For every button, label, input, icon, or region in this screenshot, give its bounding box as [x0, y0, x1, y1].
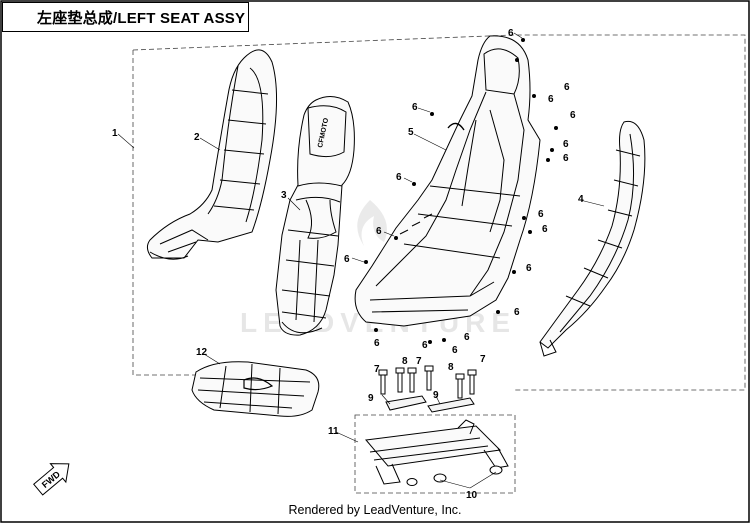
callout-6: 6: [542, 224, 548, 235]
bolt-head: [378, 369, 388, 376]
callout-6: 6: [344, 254, 350, 265]
callout-6: 6: [570, 110, 576, 121]
callout-8: 8: [448, 362, 454, 373]
callout-6: 6: [563, 153, 569, 164]
callout-4: 4: [578, 194, 584, 205]
bolt: [469, 373, 475, 395]
seat-shell-part: [354, 35, 541, 327]
callout-8: 8: [402, 356, 408, 367]
bolt: [397, 371, 403, 393]
callout-11: 11: [328, 426, 339, 437]
mounting-brackets: [385, 395, 475, 413]
callout-6: 6: [538, 209, 544, 220]
leader-lines: [117, 32, 605, 489]
callout-5: 5: [408, 127, 414, 138]
callout-6: 6: [374, 338, 380, 349]
callout-6: 6: [376, 226, 382, 237]
callout-2: 2: [194, 132, 200, 143]
callout-3: 3: [281, 190, 287, 201]
callout-7: 7: [480, 354, 486, 365]
assembly-boundary: [132, 34, 746, 391]
fwd-arrow: FWD: [33, 463, 70, 496]
slider-nut: [489, 465, 503, 475]
callout-6: 6: [514, 307, 520, 318]
callout-9: 9: [433, 390, 439, 401]
callout-9: 9: [368, 393, 374, 404]
mounting-bolts: [378, 365, 477, 399]
callout-6: 6: [396, 172, 402, 183]
callout-6: 6: [464, 332, 470, 343]
screws: [364, 38, 558, 344]
side-bolster-right-part: [539, 120, 646, 357]
center-cushion-part: [275, 96, 355, 336]
callout-labels: 1 2 3 4 5 6 6 6 6 6 6 6 6 6 6 6 6 6 6 6 …: [112, 28, 584, 501]
page-title: 左座垫总成/LEFT SEAT ASSY: [2, 2, 249, 32]
callout-6: 6: [422, 340, 428, 351]
bolt: [380, 373, 386, 395]
side-bolster-left-part: [146, 49, 277, 260]
callout-6: 6: [563, 139, 569, 150]
callout-12: 12: [196, 347, 208, 358]
bottom-cushion-part: [191, 361, 320, 417]
seat-slider-rails: [365, 419, 509, 486]
page-title-text: 左座垫总成/LEFT SEAT ASSY: [37, 9, 246, 27]
callout-1: 1: [112, 128, 118, 139]
callout-7: 7: [374, 364, 380, 375]
callout-10: 10: [466, 490, 478, 501]
callout-6: 6: [452, 345, 458, 356]
slider-nut: [433, 473, 447, 483]
bolt: [409, 371, 415, 393]
callout-6: 6: [508, 28, 514, 39]
callout-7: 7: [416, 356, 422, 367]
callout-6: 6: [548, 94, 554, 105]
callout-6: 6: [412, 102, 418, 113]
callout-6: 6: [564, 82, 570, 93]
bolt: [457, 377, 463, 399]
slider-group-boundary: [354, 414, 516, 494]
footer-credit: Rendered by LeadVenture, Inc.: [288, 503, 462, 517]
bolt: [426, 369, 432, 391]
callout-6: 6: [526, 263, 532, 274]
